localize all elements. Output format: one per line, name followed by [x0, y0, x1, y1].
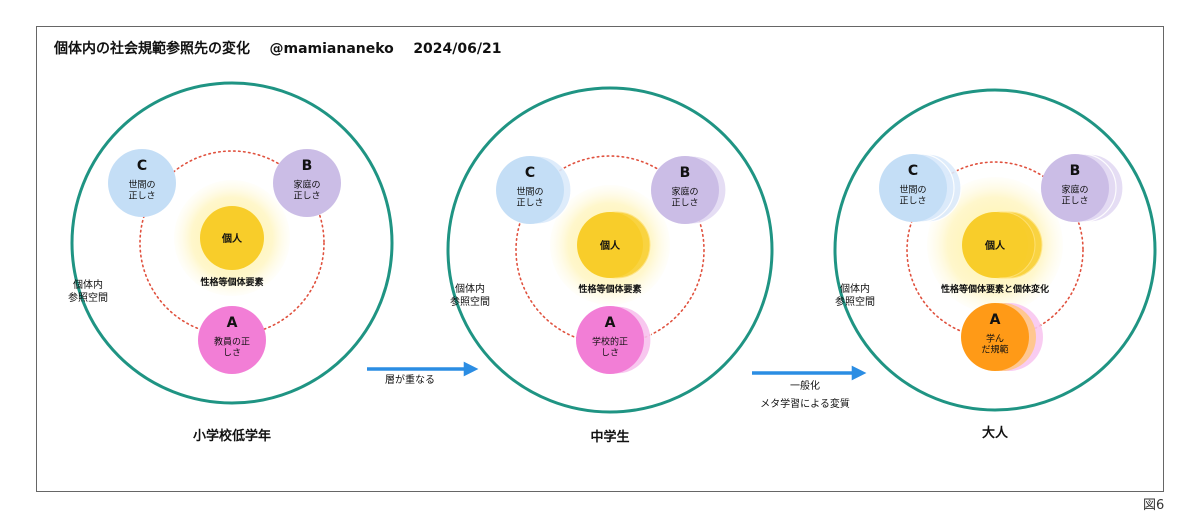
circle-b-layer — [651, 156, 719, 224]
stage-3: 個人性格等個体要素と個体変化C世間の正しさB家庭の正しさA学んだ規範個体内参照空… — [833, 88, 1157, 441]
traits-label: 性格等個体要素と個体変化 — [941, 283, 1049, 295]
circle-a-letter: A — [605, 315, 616, 331]
individual-layer — [200, 206, 264, 270]
stage-1: 個人性格等個体要素C世間の正しさB家庭の正しさA教員の正しさ個体内参照空間小学校… — [68, 81, 394, 444]
circle-a-letter: A — [990, 312, 1001, 328]
individual-layer — [962, 212, 1028, 278]
circle-c-text: 世間の — [516, 186, 543, 198]
stage-name: 大人 — [982, 425, 1009, 441]
circle-c-text: 正しさ — [128, 191, 155, 202]
transition-label: メタ学習による変質 — [760, 397, 850, 410]
individual-label: 個人 — [221, 232, 243, 245]
circle-c-letter: C — [908, 163, 918, 179]
stage-name: 中学生 — [590, 429, 629, 445]
stage-name: 小学校低学年 — [193, 428, 271, 444]
transition-label: 一般化 — [790, 379, 820, 392]
space-label: 個体内 — [840, 282, 870, 295]
individual-label: 個人 — [984, 239, 1006, 252]
space-label: 参照空間 — [835, 295, 875, 308]
circle-a-text: だ規範 — [981, 344, 1008, 356]
individual-circle — [577, 211, 651, 279]
circle-b-letter: B — [302, 158, 313, 174]
circle-a-text: 学校的正 — [592, 336, 628, 348]
circle-c-text: 世間の — [128, 179, 155, 191]
individual-circle — [962, 211, 1043, 279]
space-label: 個体内 — [73, 278, 103, 291]
circle-c-letter: C — [525, 165, 535, 181]
title-author: @mamiananeko — [269, 41, 394, 57]
circle-a-letter: A — [227, 315, 238, 331]
circle-a-text: しさ — [223, 348, 241, 359]
figure-number: 図6 — [1143, 498, 1165, 513]
circle-b-text: 家庭の — [671, 186, 698, 198]
circle-a-text: 教員の正 — [214, 336, 250, 348]
circle-c-text: 世間の — [899, 184, 926, 196]
transition-1: 層が重なる — [367, 361, 479, 386]
circle-b-text: 正しさ — [671, 198, 698, 209]
individual-label: 個人 — [599, 239, 621, 252]
circle-c-layer — [496, 156, 564, 224]
circle-b-text: 正しさ — [1061, 196, 1088, 207]
circle-a-layer — [198, 306, 266, 374]
traits-label: 性格等個体要素 — [200, 276, 263, 288]
circle-b-layer — [1041, 154, 1109, 222]
circle-b-letter: B — [1070, 163, 1081, 179]
figure-frame — [36, 26, 1164, 492]
circle-b-text: 家庭の — [1061, 184, 1088, 196]
space-label: 参照空間 — [68, 291, 108, 304]
individual-circle — [200, 206, 264, 270]
individual-layer — [577, 212, 643, 278]
space-label: 参照空間 — [450, 295, 490, 308]
circle-a-layer — [576, 306, 644, 374]
circle-c-layer — [108, 149, 176, 217]
figure-title: 個体内の社会規範参照先の変化 @mamiananeko 2024/06/21 — [54, 38, 501, 58]
circle-a-text: 学ん — [986, 333, 1004, 345]
circle-b-letter: B — [680, 165, 691, 181]
circle-b-layer — [273, 149, 341, 217]
circle-c-text: 正しさ — [899, 196, 926, 207]
circle-c-text: 正しさ — [516, 198, 543, 209]
transition-label: 層が重なる — [385, 373, 435, 386]
space-label: 個体内 — [455, 282, 485, 295]
dotted-ring — [906, 161, 1084, 339]
circle-c-layer — [879, 154, 947, 222]
dotted-ring — [515, 155, 705, 345]
circle-b-text: 正しさ — [293, 191, 320, 202]
title-text: 個体内の社会規範参照先の変化 — [54, 41, 250, 57]
title-date: 2024/06/21 — [413, 41, 502, 57]
circle-a-layer — [961, 303, 1029, 371]
traits-label: 性格等個体要素 — [578, 283, 641, 295]
circle-b-text: 家庭の — [293, 179, 320, 191]
circle-c-letter: C — [137, 158, 147, 174]
circle-a-text: しさ — [601, 348, 619, 359]
